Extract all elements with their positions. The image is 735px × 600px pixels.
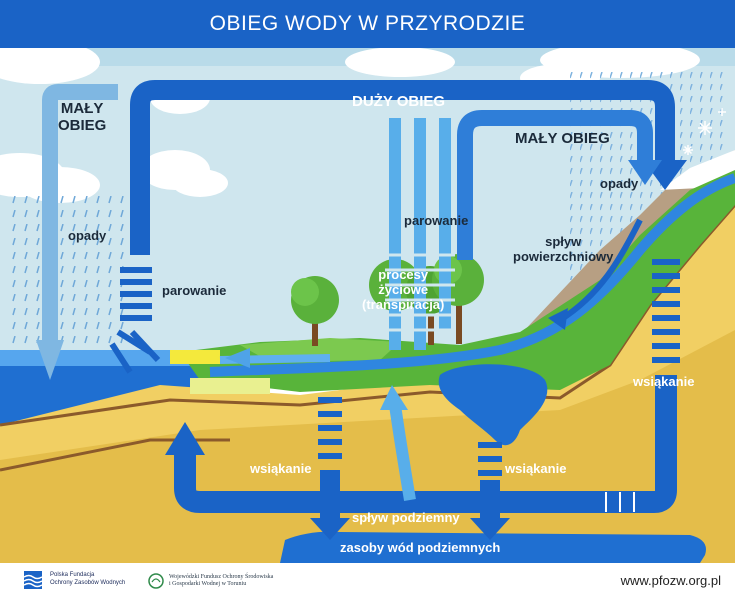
infiltration-center-label: wsiąkanie (505, 461, 567, 476)
page-title: OBIEG WODY W PRZYRODZIE (0, 0, 735, 48)
big-cycle-arrow (130, 80, 675, 255)
wfosigw-logo: Wojewódzki Fundusz Ochrony Środowiska i … (148, 573, 309, 589)
lower-soil-line (0, 438, 230, 472)
website-url[interactable]: www.pfozw.org.pl (620, 573, 721, 588)
aquifer (280, 531, 706, 563)
snowflake-icons (683, 108, 726, 155)
beach-lower (190, 378, 270, 394)
small-cycle-left-arrowhead (36, 340, 64, 380)
groundwater-resources-label: zasoby wód podziemnych (340, 540, 501, 555)
grass-land (180, 170, 735, 392)
surface-runoff-arrowhead (548, 308, 568, 330)
precipitation-left-label: opady (68, 228, 107, 243)
small-cycle-left-label: MAŁY OBIEG (58, 100, 107, 135)
infiltration-right-label: wsiąkanie (633, 374, 695, 389)
pfozw-logo-icon (23, 571, 43, 589)
left-evaporation-dashes (109, 267, 161, 374)
infiltration-left-label: wsiąkanie (250, 461, 312, 476)
underground-flow-arrowhead (165, 422, 205, 455)
right-infiltration-dashes (652, 259, 680, 363)
root-uptake-arrow (389, 404, 416, 501)
river (209, 173, 735, 377)
surface-runoff-arrow (558, 218, 643, 323)
small-cycle-right-arrow (457, 110, 653, 260)
root-uptake-arrowhead (380, 385, 408, 410)
rain-left (5, 195, 130, 360)
wfosigw-logo-icon (148, 573, 164, 589)
flow-ticks (605, 492, 635, 512)
right-infiltration-arrow (600, 375, 677, 513)
underground-lake (438, 364, 548, 446)
small-cycle-right-label: MAŁY OBIEG (515, 130, 610, 147)
underground-flow-label: spływ podziemny (352, 510, 460, 525)
wfosigw-logo-text: Wojewódzki Fundusz Ochrony Środowiska i … (169, 573, 274, 588)
right-down-arrowhead (470, 518, 510, 540)
beach (170, 350, 220, 364)
evaporation-center-label: parowanie (404, 213, 469, 228)
small-cycle-right-arrowhead (628, 160, 662, 185)
pfozw-logo: Polska Fundacja Ochrony Zasobów Wodnych (22, 569, 130, 591)
evaporation-dashes (385, 253, 455, 332)
big-cycle-label: DUŻY OBIEG (352, 93, 446, 110)
underground-flow-arrow (174, 450, 600, 513)
center-infiltration-dashes (318, 397, 502, 476)
river-arrow-left (225, 348, 250, 368)
surface-runoff-label: spływ powierzchniowy (513, 234, 614, 264)
footer: Polska Fundacja Ochrony Zasobów Wodnych … (0, 563, 735, 600)
pfozw-logo-text: Polska Fundacja Ochrony Zasobów Wodnych (50, 572, 126, 586)
transpiration-label: procesy życiowe (transpiracja) (362, 267, 445, 312)
evaporation-columns (389, 118, 451, 350)
precipitation-right-label: opady (600, 176, 639, 191)
left-down-arrowhead (310, 518, 350, 540)
evaporation-left-label: parowanie (162, 283, 227, 298)
small-cycle-left-arrow (42, 84, 118, 340)
